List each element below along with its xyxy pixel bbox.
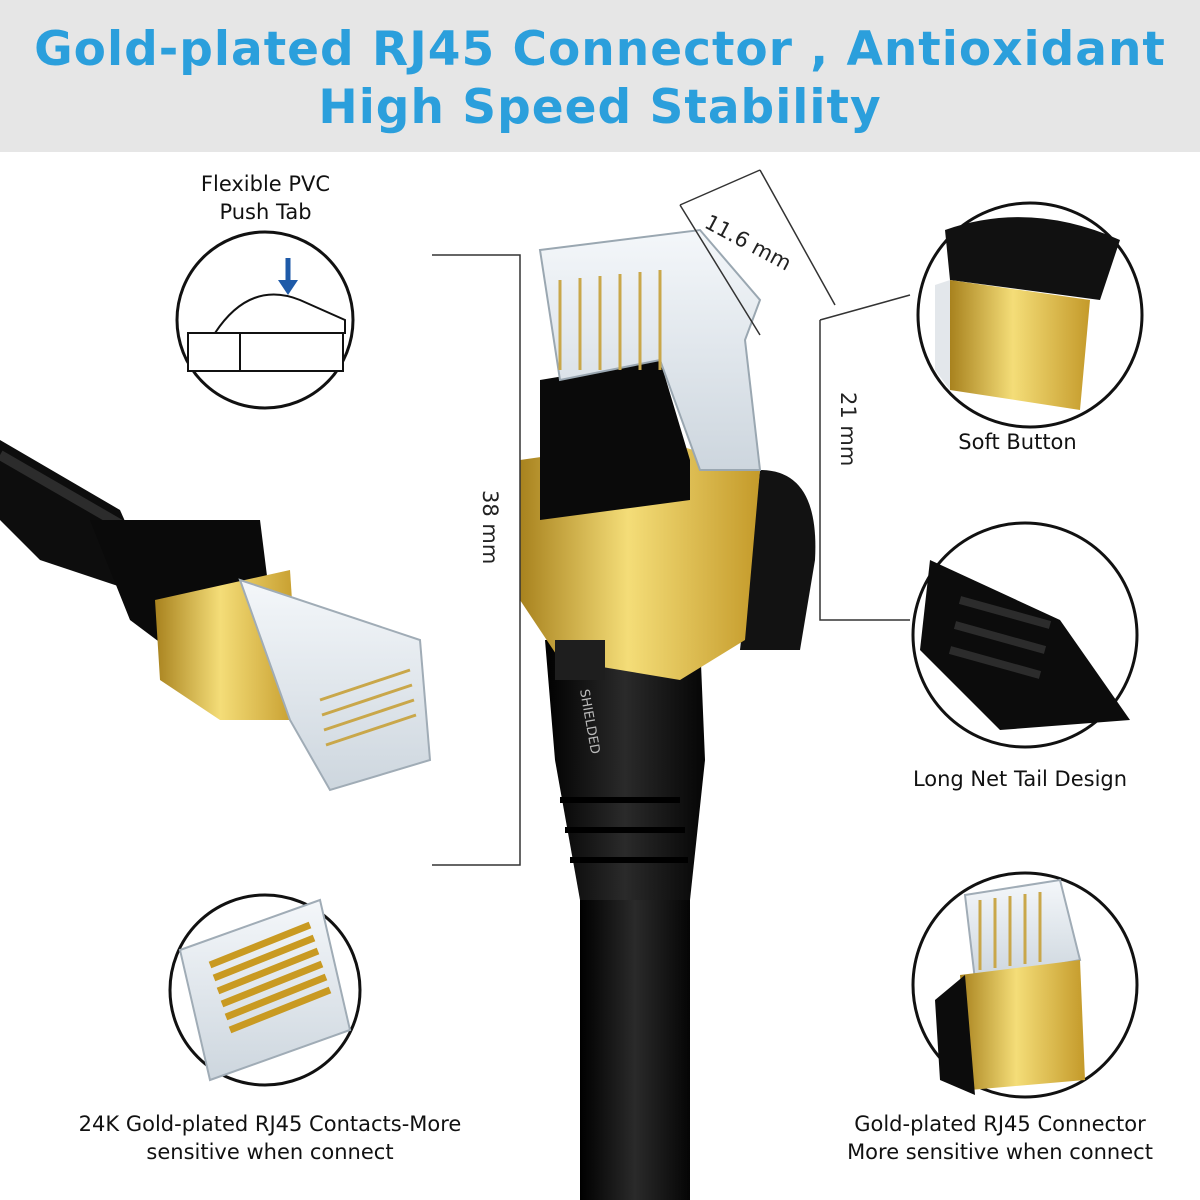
push-tab-detail-circle (175, 230, 355, 410)
push-tab-caption-line2: Push Tab (219, 200, 312, 224)
soft-button-detail-circle (916, 201, 1144, 429)
main-connector-image: SHIELDED (520, 228, 816, 1200)
connector-caption-line2: More sensitive when connect (847, 1140, 1153, 1164)
connector-caption-line1: Gold-plated RJ45 Connector (854, 1112, 1146, 1136)
net-tail-caption: Long Net Tail Design (912, 767, 1128, 791)
contacts-caption-line1: 24K Gold-plated RJ45 Contacts-More (78, 1112, 462, 1136)
dimension-height-label: 21 mm (836, 392, 860, 467)
header-banner: Gold-plated RJ45 Connector , Antioxidant… (0, 0, 1200, 152)
dimension-length-label: 38 mm (478, 490, 502, 565)
contacts-caption-line2: sensitive when connect (146, 1140, 394, 1164)
net-tail-detail-circle (911, 521, 1139, 749)
contacts-caption: 24K Gold-plated RJ45 Contacts-More sensi… (20, 1110, 520, 1166)
soft-button-caption: Soft Button (958, 430, 1077, 454)
gold-contacts-detail-circle (168, 893, 362, 1087)
dimension-lines (432, 169, 911, 866)
connector-caption: Gold-plated RJ45 Connector More sensitiv… (805, 1110, 1195, 1166)
push-tab-caption: Flexible PVC Push Tab (173, 170, 358, 226)
header-title-line1: Gold-plated RJ45 Connector , Antioxidant (34, 22, 1166, 77)
header-title-line2: High Speed Stability (318, 80, 882, 135)
gold-connector-detail-circle (911, 871, 1139, 1099)
push-tab-caption-line1: Flexible PVC (200, 172, 331, 196)
left-connector-image (0, 440, 432, 792)
